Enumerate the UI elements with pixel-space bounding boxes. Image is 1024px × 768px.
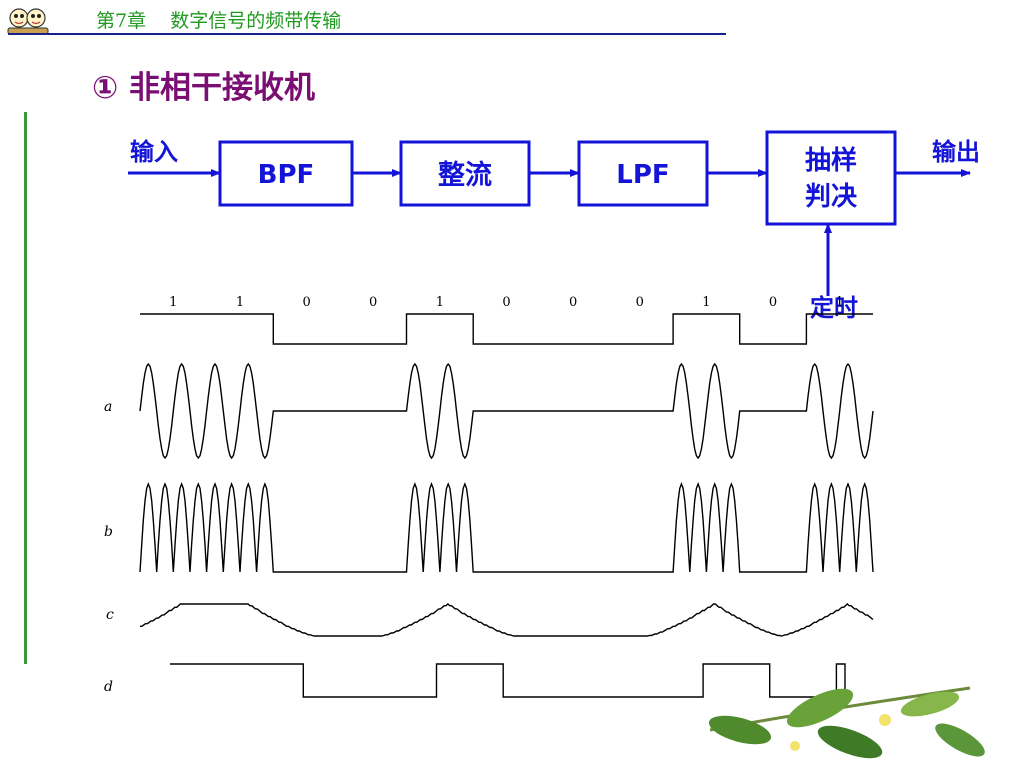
chapter-title: 数字信号的频带传输 xyxy=(170,10,342,32)
left-accent-bar xyxy=(24,112,27,664)
waveform-panel: 1 1 0 0 1 0 0 0 1 0 1 a b c d xyxy=(104,295,874,698)
bpf-label: BPF xyxy=(258,160,315,190)
bit-label: 1 xyxy=(702,295,710,310)
bit-label: 0 xyxy=(636,295,644,310)
header: 第7章 数字信号的频带传输 xyxy=(0,0,740,40)
sampler-label-line2: 判决 xyxy=(805,182,857,212)
chapter-number: 第7章 xyxy=(96,10,147,32)
row-label-d: d xyxy=(104,679,113,695)
output-label: 输出 xyxy=(932,138,980,166)
block-diagram: 输入 BPF 整流 LPF 抽样 判决 输出 定时 xyxy=(128,130,980,322)
waveform-b-rectified xyxy=(139,482,874,573)
sampler-decision-block xyxy=(765,130,897,226)
bit-label: 0 xyxy=(769,295,777,310)
bit-label: 0 xyxy=(502,295,510,310)
chapter-label: 第7章 数字信号的频带传输 xyxy=(96,6,341,33)
bit-label: 1 xyxy=(169,295,177,310)
bit-label: 1 xyxy=(836,295,844,310)
waveform-c-envelope xyxy=(140,603,874,637)
row-label-c: c xyxy=(106,607,114,623)
bit-label: 1 xyxy=(436,295,444,310)
timing-label: 定时 xyxy=(810,294,858,322)
bit-label: 0 xyxy=(302,295,310,310)
bit-label: 0 xyxy=(369,295,377,310)
lpf-label: LPF xyxy=(616,160,669,190)
bit-label: 1 xyxy=(236,295,244,310)
row-label-a: a xyxy=(104,399,112,415)
header-rule xyxy=(8,33,726,35)
slide-title: ① 非相干接收机 xyxy=(92,70,316,106)
bit-label: 0 xyxy=(569,295,577,310)
leaves-decoration xyxy=(708,686,985,759)
rectifier-block xyxy=(399,140,531,207)
bit-labels: 1 1 0 0 1 0 0 0 1 0 1 xyxy=(169,295,844,310)
bpf-block xyxy=(218,140,354,207)
sampler-label-line1: 抽样 xyxy=(805,145,857,176)
waveform-a-ook-signal xyxy=(139,362,874,460)
binary-sequence-wave xyxy=(140,313,873,345)
input-label: 输入 xyxy=(130,138,178,166)
row-label-b: b xyxy=(104,524,113,540)
rectifier-label: 整流 xyxy=(438,160,492,191)
